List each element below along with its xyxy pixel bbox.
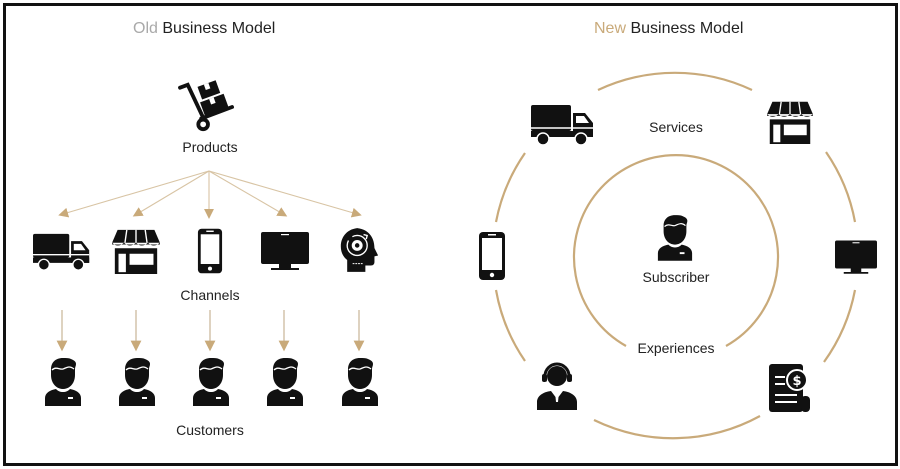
head-gear-icon [340, 227, 379, 273]
product-to-channel-arrows [58, 170, 362, 219]
outer-ring-arc-lower-left [494, 289, 526, 362]
outer-ring-arc-top [597, 71, 753, 91]
ring-support-agent-icon [535, 362, 579, 410]
arrow-to-channel-1 [58, 170, 210, 218]
outer-ring-arc-lower-right [823, 289, 857, 363]
old-model-title-rest: Business Model [157, 20, 276, 37]
customers-label: Customers [176, 422, 244, 438]
subscriber-label: Subscriber [642, 269, 710, 285]
arrow-to-channel-5 [208, 170, 362, 218]
outer-ring-arc-upper-left [494, 152, 526, 223]
smartphone-icon [197, 228, 223, 274]
outer-ring-arc-upper-right [825, 151, 857, 223]
inner-ring [572, 153, 780, 347]
channels-label: Channels [180, 287, 240, 303]
ring-smartphone-icon [479, 232, 505, 280]
customer-person-icon-1 [44, 357, 82, 407]
delivery-truck-icon [33, 233, 90, 271]
storefront-icon [111, 229, 161, 274]
customer-person-icon-2 [118, 357, 156, 407]
ring-monitor-icon [835, 240, 877, 274]
old-model-title-prefix: Old [133, 20, 158, 37]
customer-person-icon-4 [266, 357, 304, 407]
outer-ring-arc-bottom [593, 415, 761, 440]
subscriber-person-icon [657, 214, 693, 262]
monitor-icon [261, 232, 309, 270]
arrow-to-channel-4 [208, 170, 288, 217]
arrow-to-channel-2 [132, 170, 210, 217]
hand-truck-boxes-icon [178, 80, 235, 134]
ring-delivery-truck-icon [531, 104, 594, 146]
customer-person-icon-3 [192, 357, 230, 407]
channel-to-customer-arrows [56, 310, 365, 352]
experiences-label: Experiences [637, 340, 715, 356]
old-model-title: Old Business Model [133, 20, 275, 38]
new-model-title-rest: Business Model [626, 20, 744, 37]
products-label: Products [182, 139, 238, 155]
new-model-title: New Business Model [594, 20, 743, 38]
ring-storefront-icon [766, 101, 814, 144]
ring-invoice-dollar-icon [768, 363, 811, 413]
new-model-title-prefix: New [594, 20, 627, 37]
services-label: Services [649, 119, 703, 135]
customer-person-icon-5 [341, 357, 379, 407]
